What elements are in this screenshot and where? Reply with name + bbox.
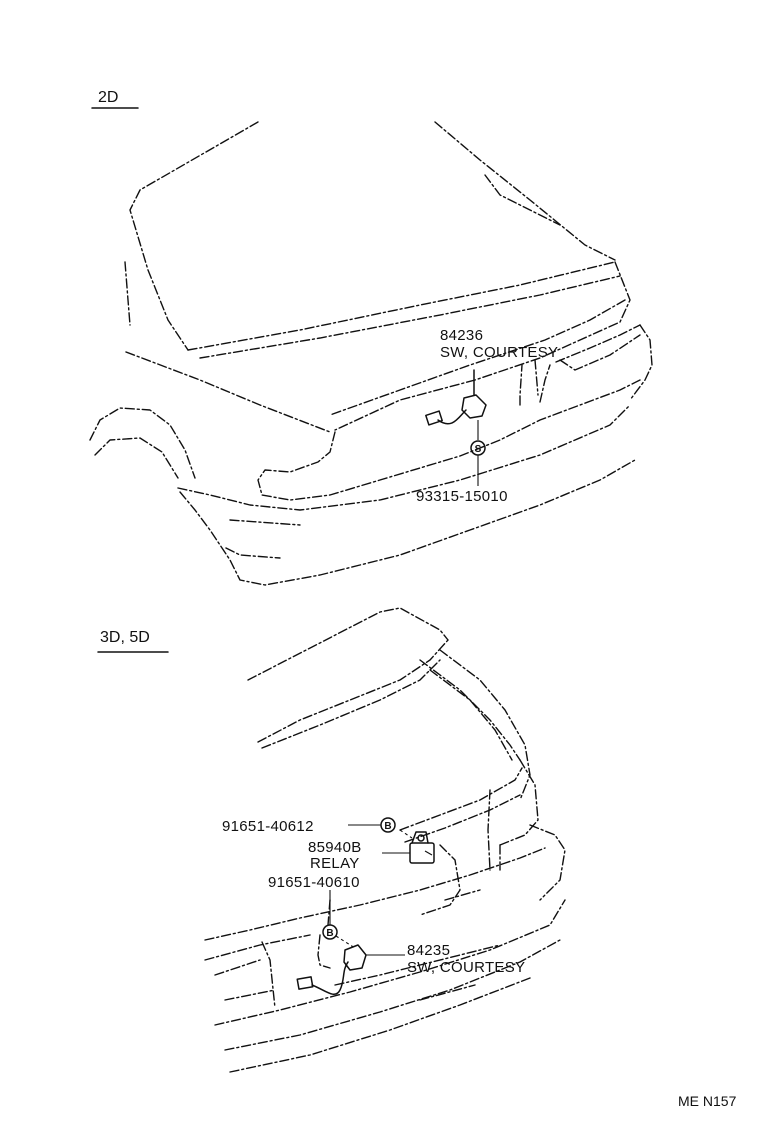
part-number-84235: 84235 — [407, 942, 450, 959]
bolt-lower: B — [322, 890, 356, 949]
part-number-93315-15010: 93315-15010 — [416, 488, 508, 505]
part-name-relay: RELAY — [310, 855, 360, 872]
wire-harness-2d — [437, 409, 467, 425]
part-number-85940b: 85940B — [308, 839, 362, 856]
courtesy-switch-3d-5d-drawing — [296, 944, 405, 995]
part-number-91651-40612: 91651-40612 — [222, 818, 314, 835]
bolt-upper-badge-label: B — [384, 821, 391, 832]
car-rear-2d-outline — [89, 121, 653, 586]
car-rear-3d-5d-outline — [204, 607, 566, 1073]
part-name-courtesy-switch-3d-5d: SW, COURTESY — [407, 959, 525, 976]
courtesy-switch-2d-body — [461, 394, 487, 419]
relay-drawing — [399, 829, 435, 864]
courtesy-switch-3d-5d-body — [343, 944, 367, 971]
screw-badge-label: S — [475, 444, 482, 455]
part-number-84236: 84236 — [440, 327, 483, 344]
section-3d-5d: 3D, 5D — [97, 607, 566, 1073]
bolt-upper: B — [348, 817, 396, 833]
section-title-3d-5d: 3D, 5D — [100, 629, 150, 646]
part-name-courtesy-switch-2d: SW, COURTESY — [440, 344, 558, 361]
part-number-91651-40610: 91651-40610 — [268, 874, 360, 891]
connector-2d — [425, 410, 443, 426]
section-2d: 2D — [89, 89, 653, 586]
diagram-reference-code: ME N157 — [678, 1093, 737, 1109]
wire-harness-3d-5d — [311, 961, 349, 995]
section-title-2d: 2D — [98, 89, 118, 106]
bolt-lower-badge-label: B — [326, 928, 333, 939]
courtesy-switch-2d-drawing: S — [425, 369, 487, 486]
connector-3d-5d — [296, 976, 314, 990]
relay-body — [409, 842, 435, 864]
